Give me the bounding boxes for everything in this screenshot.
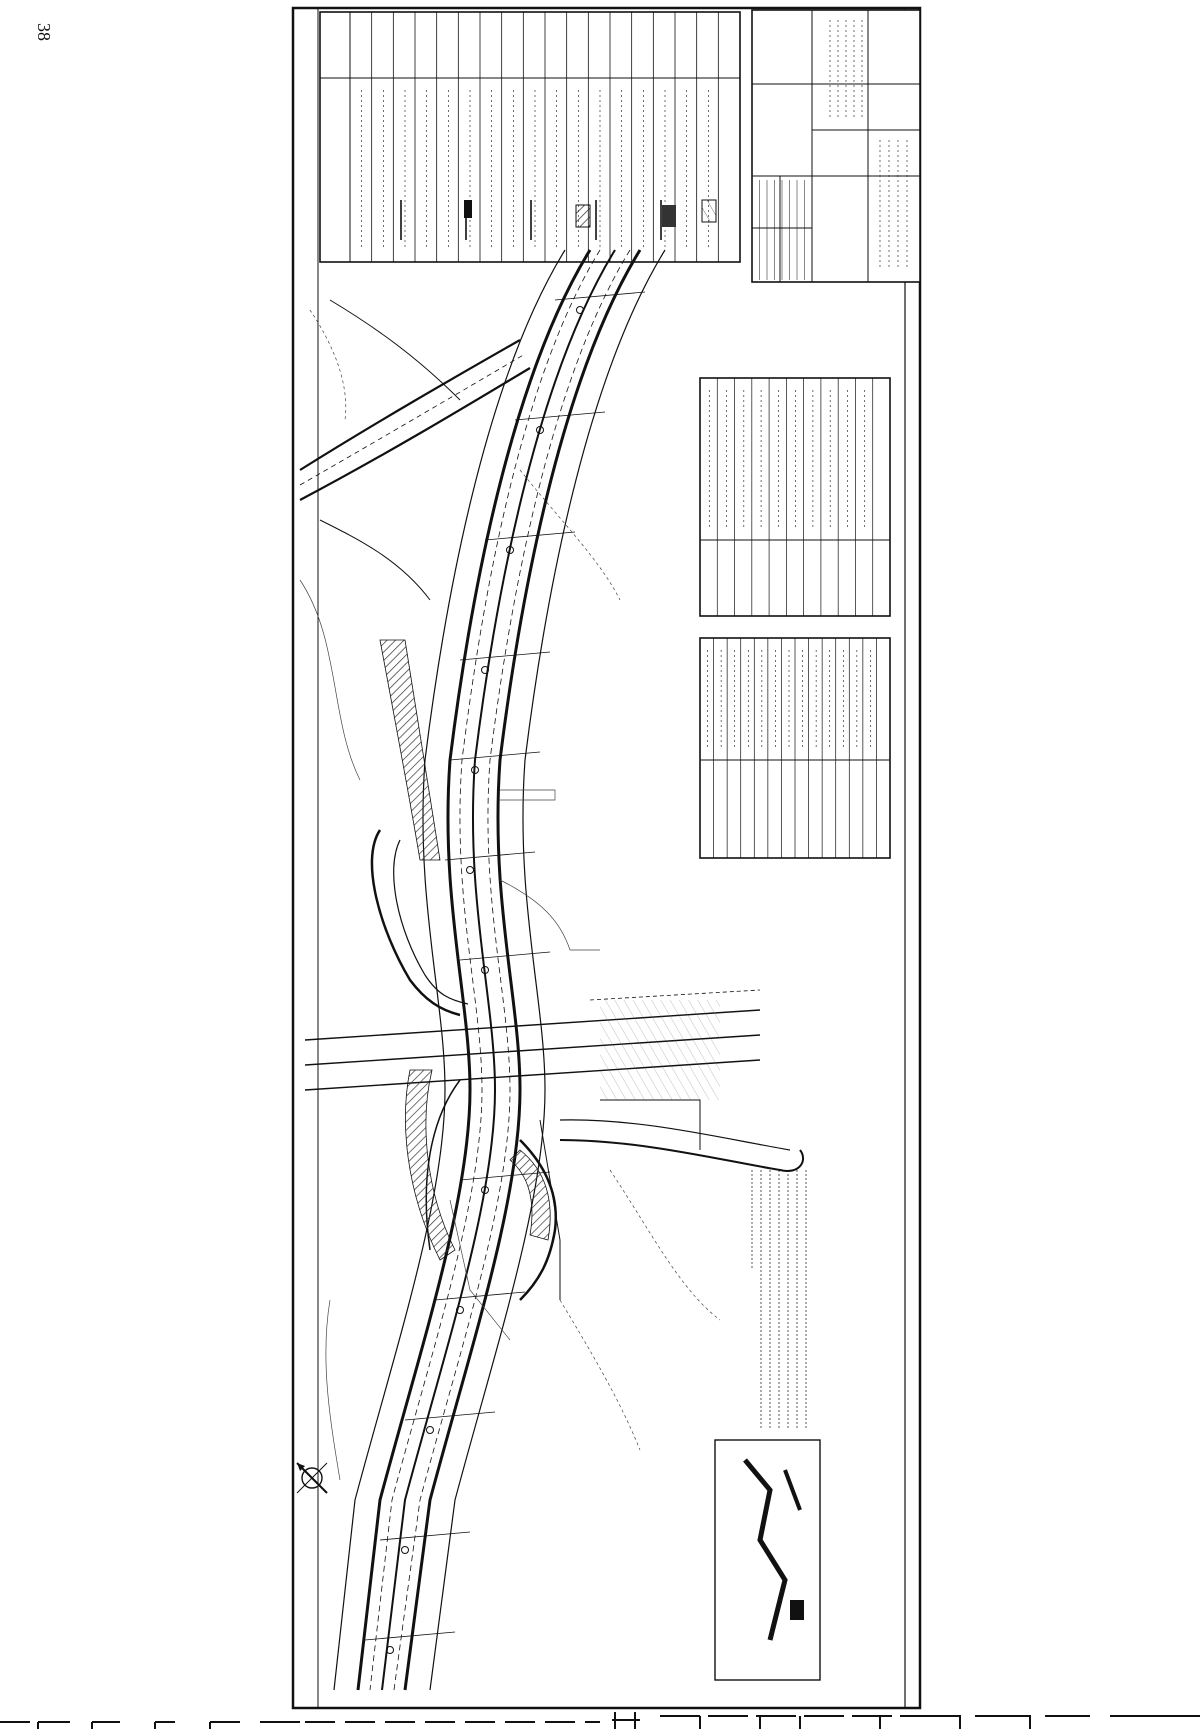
- utility-pole-marker: [471, 766, 479, 774]
- legend-main-table: [319, 11, 741, 263]
- utility-pole-marker: [466, 866, 474, 874]
- topography: [299, 309, 721, 1481]
- utility-pole-marker: [456, 1306, 464, 1314]
- notes-block: [751, 1170, 807, 1430]
- cross-road: [304, 989, 805, 1300]
- station-tick: [459, 1171, 551, 1181]
- legend-projected-table: [699, 637, 891, 859]
- utility-pole-marker: [401, 1546, 409, 1554]
- embankment-hatch: [379, 639, 720, 1261]
- drawing-frame: [291, 6, 922, 1710]
- station-tick: [484, 531, 576, 541]
- station-tick: [459, 651, 551, 661]
- north-arrow-icon: [296, 1462, 328, 1494]
- road-alignment: [333, 249, 666, 1691]
- utility-pole-marker: [506, 546, 514, 554]
- station-tick: [364, 1631, 456, 1641]
- station-tick: [434, 1291, 526, 1301]
- utility-pole-marker: [426, 1426, 434, 1434]
- utility-pole-marker: [536, 426, 544, 434]
- station-tick: [514, 411, 606, 421]
- station-tick: [379, 1531, 471, 1541]
- utility-pole-marker: [481, 966, 489, 974]
- utility-pole-marker: [386, 1646, 394, 1654]
- station-ticks: [364, 291, 646, 1654]
- station-tick: [459, 951, 551, 961]
- branch-road-upper: [299, 299, 531, 601]
- station-tick: [444, 851, 536, 861]
- utility-pole-marker: [481, 1186, 489, 1194]
- utility-pole-marker: [576, 306, 584, 314]
- station-tick: [404, 1411, 496, 1421]
- station-tick: [554, 291, 646, 301]
- binding-marks: [0, 1712, 1200, 1729]
- utility-pole-marker: [481, 666, 489, 674]
- key-plan-icon: [714, 1439, 821, 1681]
- legend-engineering-table: [699, 377, 891, 617]
- title-block: [751, 9, 921, 283]
- station-tick: [449, 751, 541, 761]
